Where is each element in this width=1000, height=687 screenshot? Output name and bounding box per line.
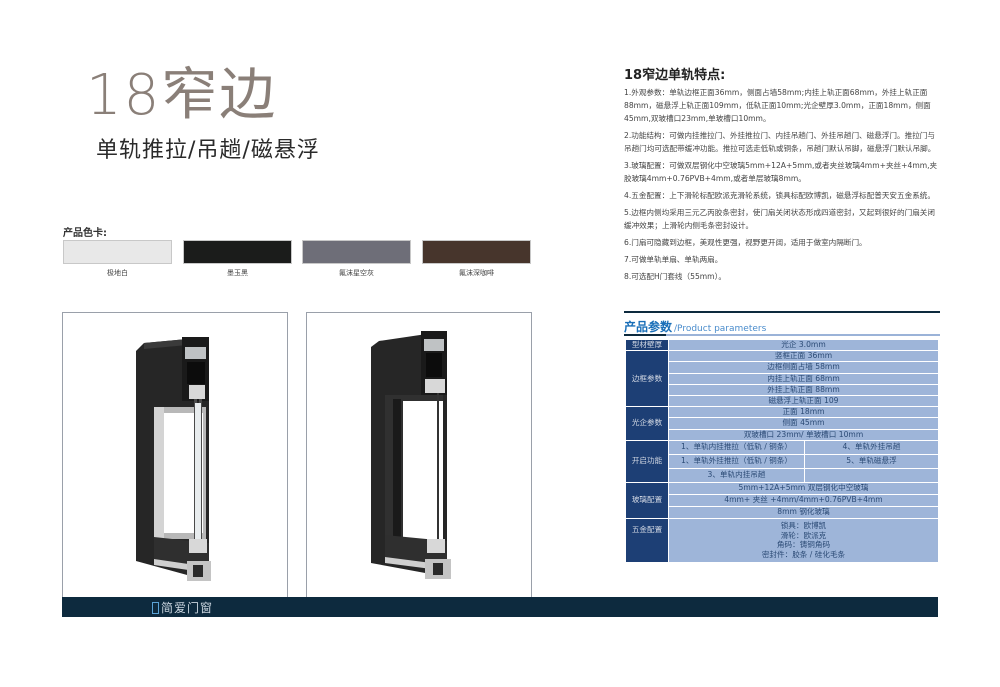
row-header: 光企参数 [625,406,669,441]
params-underline [624,334,940,336]
feature-item: 1.外观参数：单轨边框正面36mm，侧面占墙58mm;内挂上轨正面68mm，外挂… [624,88,931,123]
row-header: 边框参数 [625,350,669,408]
table-row: 1、单轨外挂推拉（低轨 / 铜条） 5、单轨磁悬浮 [626,453,939,469]
product-photo-single-glazed [306,312,532,599]
row-header: 五金配置 [625,517,669,563]
table-cell: 1、单轨外挂推拉（低轨 / 铜条） [668,453,805,469]
table-row: 开启功能 1、单轨内挂推拉（低轨 / 铜条） 4、单轨外挂吊趟 [625,439,939,483]
features-title: 18窄边单轨特点: [624,68,726,83]
row-header: 玻璃配置 [625,481,669,519]
swatch-deep-coffee-label: 氟沫深咖啡 [459,269,494,277]
table-cell: 5mm+12A+5mm 双层钢化中空玻璃 [668,481,939,495]
swatch-polar-white-label: 极地白 [107,269,128,277]
table-row: 五金配置 锁具：欧博凯 滑轮：欧派克 角码：铸铜角码 密封件：胶条 / 硅化毛条 [625,517,939,563]
swatch-starry-grey-label: 氟沫星空灰 [339,269,374,277]
table-cell: 8mm 钢化玻璃 [668,505,939,519]
table-cell: 边框侧面占墙 58mm [668,361,939,374]
params-heading-cn: 产品参数 [624,320,673,334]
footer-brand-bar: 简爱门窗 [62,597,938,617]
color-card-label: 产品色卡: [63,228,107,239]
table-cell: 3、单轨内挂吊趟 [668,467,805,483]
table-row: 型材壁厚 光企 3.0mm [625,338,939,352]
frame-profile-illustration [136,337,211,581]
product-photo-double-glazed [62,312,288,599]
brand-name: 简爱门窗 [161,601,214,615]
product-title: 18窄边 [86,63,278,128]
brand-logo-icon [152,601,159,614]
feature-item: 8.可选配H门套线（55mm）。 [624,272,726,281]
params-heading: 产品参数/Product parameters [624,318,766,335]
params-table: 型材壁厚 光企 3.0mm 边框参数 竖框正面 36mm 边框侧面占墙 58mm… [625,338,939,563]
table-cell-hardware: 锁具：欧博凯 滑轮：欧派克 角码：铸铜角码 密封件：胶条 / 硅化毛条 [668,517,939,563]
table-row: 边框侧面占墙 58mm [626,361,939,374]
table-row: 磁悬浮上轨正面 109 [626,394,939,408]
params-heading-en: /Product parameters [674,324,767,334]
table-cell: 磁悬浮上轨正面 109 [668,394,939,408]
table-row: 8mm 钢化玻璃 [626,505,939,519]
hardware-line: 锁具：欧博凯 [780,521,827,531]
swatch-jade-black-label: 墨玉黑 [227,269,248,277]
product-subtitle: 单轨推拉/吊趟/磁悬浮 [96,138,320,163]
table-cell: 4mm+ 夹丝 +4mm/4mm+0.76PVB+4mm [668,493,939,507]
table-cell: 竖框正面 36mm [668,350,939,363]
table-row: 玻璃配置 5mm+12A+5mm 双层钢化中空玻璃 [625,481,939,519]
brand-logo: 简爱门窗 [152,599,213,616]
feature-item: 7.可做单轨单扇、单轨两扇。 [624,255,723,264]
row-header: 型材壁厚 [625,338,669,352]
hardware-line: 角码：铸铜角码 [776,540,831,550]
hardware-line: 滑轮：欧派克 [780,530,827,540]
feature-item: 4.五金配置：上下滑轮标配欧派克滑轮系统，锁具标配欧博凯，磁悬浮标配普天安五金系… [624,191,935,200]
feature-item: 3.玻璃配置：可做双层钢化中空玻璃5mm+12A+5mm,或者夹丝玻璃4mm+夹… [624,161,938,183]
table-cell [804,467,939,483]
table-row: 光企参数 正面 18mm [625,406,939,441]
table-row: 双玻槽口 23mm/ 单玻槽口 10mm [626,428,939,441]
table-row: 4mm+ 夹丝 +4mm/4mm+0.76PVB+4mm [626,493,939,507]
swatch-polar-white [63,240,172,264]
hardware-line: 密封件：胶条 / 硅化毛条 [761,549,846,559]
table-cell: 4、单轨外挂吊趟 [804,439,939,455]
feature-item: 2.功能结构：可做内挂推拉门、外挂推拉门、内挂吊趟门、外挂吊趟门、磁悬浮门。推拉… [624,131,936,153]
table-cell: 双玻槽口 23mm/ 单玻槽口 10mm [668,428,939,441]
table-row: 内挂上轨正面 68mm [626,372,939,385]
table-cell: 光企 3.0mm [668,338,939,352]
table-cell: 正面 18mm [668,406,939,419]
table-row: 3、单轨内挂吊趟 [626,467,939,483]
table-cell: 1、单轨内挂推拉（低轨 / 铜条） [668,439,805,455]
swatch-deep-coffee [422,240,531,264]
feature-item: 6.门扇可隐藏到边框，美观性更强，视野更开阔，适用于做室内隔断门。 [624,238,867,247]
table-row: 外挂上轨正面 88mm [626,383,939,396]
table-cell: 外挂上轨正面 88mm [668,383,939,396]
frame-profile-illustration [371,331,451,579]
feature-item: 5.边框内侧均采用三元乙丙胶条密封，使门扇关闭状态形成四道密封，又起到很好的门扇… [624,208,935,230]
table-cell: 5、单轨磁悬浮 [804,453,939,469]
table-row: 边框参数 竖框正面 36mm [625,350,939,408]
table-cell: 侧面 45mm [668,417,939,430]
table-cell: 内挂上轨正面 68mm [668,372,939,385]
row-header: 开启功能 [625,439,669,483]
table-row: 侧面 45mm [626,417,939,430]
params-top-divider [624,311,940,313]
swatch-starry-grey [302,240,411,264]
features-list: 1.外观参数：单轨边框正面36mm，侧面占墙58mm;内挂上轨正面68mm，外挂… [624,86,938,287]
swatch-jade-black [183,240,292,264]
